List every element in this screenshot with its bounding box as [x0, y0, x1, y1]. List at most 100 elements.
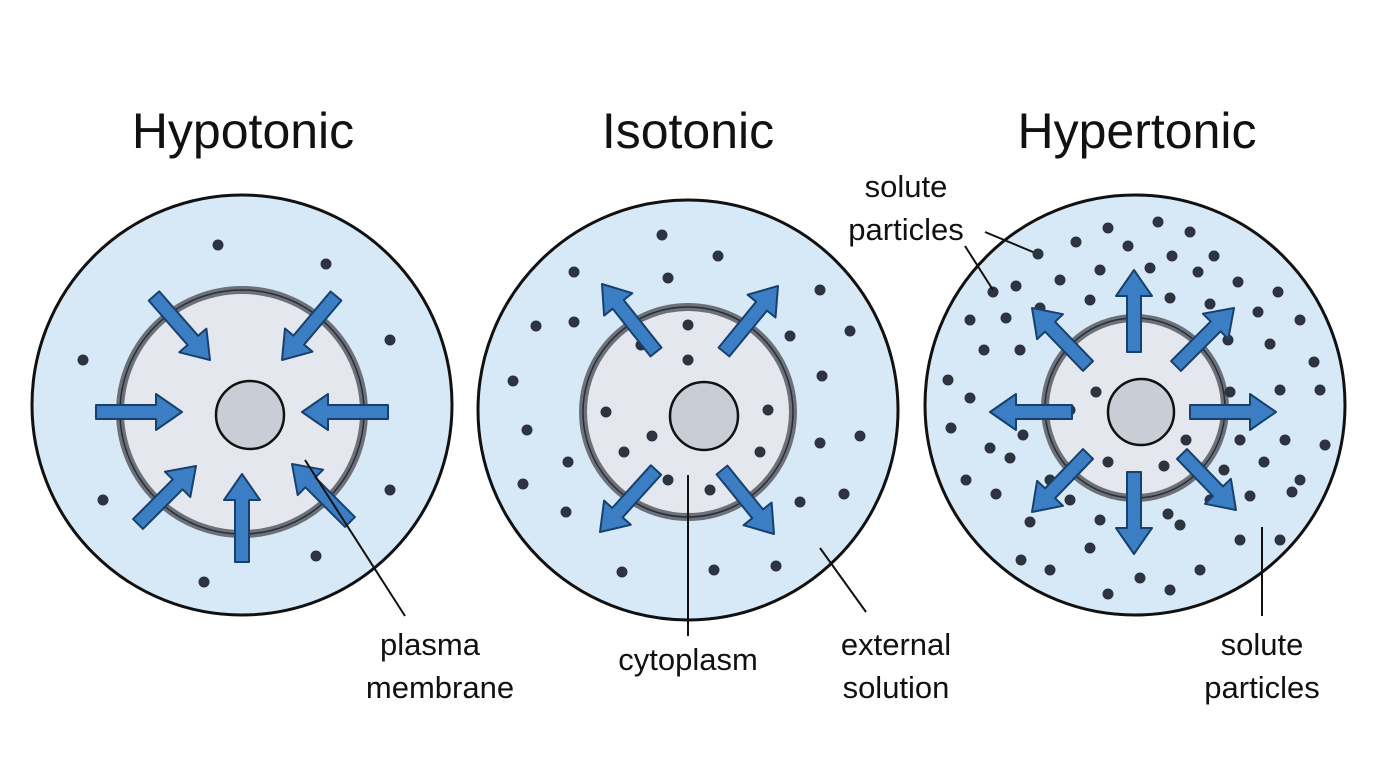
solute-particle: [1032, 248, 1044, 260]
solute-particle: [942, 374, 954, 386]
solute-particle: [708, 564, 720, 576]
leader-line-solute-particles-top-b: [964, 245, 994, 291]
solute-particle: [770, 560, 782, 572]
panel-title-isotonic: Isotonic: [602, 103, 774, 159]
solute-particle: [662, 474, 674, 486]
solute-particle: [618, 446, 630, 458]
solute-particle: [1194, 564, 1206, 576]
water-flow-arrow: [291, 463, 356, 528]
nucleus-isotonic: [668, 380, 740, 452]
solute-particle: [964, 392, 976, 404]
solute-particle: [1004, 452, 1016, 464]
solute-particle: [1094, 264, 1106, 276]
osmosis-arrows-hypertonic: [989, 269, 1277, 555]
solute-particle: [814, 284, 826, 296]
solute-particle: [1102, 456, 1114, 468]
solute-particle: [1180, 434, 1192, 446]
osmosis-arrows-hypotonic: [95, 290, 389, 563]
solute-particle: [1158, 460, 1170, 472]
solute-particle: [1122, 240, 1134, 252]
solute-particle: [646, 430, 658, 442]
water-flow-arrow: [147, 290, 211, 361]
water-flow-arrow: [301, 393, 389, 431]
solute-particle: [1084, 294, 1096, 306]
solute-particle: [1208, 250, 1220, 262]
label-external-solution-line1: external: [841, 627, 951, 662]
solute-particle: [1286, 486, 1298, 498]
water-flow-arrow: [95, 393, 183, 431]
solute-particle: [1232, 276, 1244, 288]
solute-particle: [1234, 534, 1246, 546]
solute-particle: [1218, 464, 1230, 476]
solute-particle: [1084, 542, 1096, 554]
solute-particle: [212, 239, 224, 251]
solute-particle: [1224, 386, 1236, 398]
solute-particle: [1000, 312, 1012, 324]
panel-title-hypertonic: Hypertonic: [1018, 103, 1257, 159]
solute-particle: [97, 494, 109, 506]
water-flow-arrow: [989, 393, 1073, 431]
solute-particle: [662, 272, 674, 284]
solute-particle: [1070, 236, 1082, 248]
label-plasma-membrane-line1: plasma: [380, 627, 481, 662]
solute-particle: [784, 330, 796, 342]
water-flow-arrow: [717, 285, 779, 358]
solute-particle: [320, 258, 332, 270]
solute-particle: [507, 375, 519, 387]
panel-hypertonic: Hypertonic solute particles solute parti…: [848, 103, 1347, 705]
solute-particle: [1054, 274, 1066, 286]
solute-particle: [1134, 572, 1146, 584]
water-flow-arrow: [223, 473, 261, 563]
solute-particle: [600, 406, 612, 418]
solute-particle: [1152, 216, 1164, 228]
label-solute-particles-bottom-line1: solute: [1221, 627, 1304, 662]
solute-particle: [816, 370, 828, 382]
solute-particle: [384, 334, 396, 346]
solute-particle: [1319, 439, 1331, 451]
solute-particle: [1064, 494, 1076, 506]
solute-particle: [1294, 474, 1306, 486]
solute-particle: [1164, 584, 1176, 596]
panel-title-hypotonic: Hypotonic: [132, 103, 354, 159]
water-flow-arrow: [132, 465, 197, 530]
solute-particle: [521, 424, 533, 436]
solute-particle: [1264, 338, 1276, 350]
solute-particle: [560, 506, 572, 518]
solute-particle: [1102, 588, 1114, 600]
solute-particle: [682, 319, 694, 331]
particles-isotonic: [507, 229, 866, 578]
water-flow-arrow: [1189, 393, 1277, 431]
solute-particle: [762, 404, 774, 416]
solute-particle: [1204, 298, 1216, 310]
water-flow-arrow: [599, 464, 663, 533]
solute-particle: [1090, 386, 1102, 398]
solute-particle: [1234, 434, 1246, 446]
solute-particle: [960, 474, 972, 486]
solute-particle: [1162, 508, 1174, 520]
solute-particle: [844, 325, 856, 337]
water-flow-arrow: [1031, 307, 1094, 372]
panel-hypotonic: Hypotonic plasma membrane: [30, 103, 514, 705]
solute-particle: [1294, 314, 1306, 326]
solute-particle: [1244, 490, 1256, 502]
solute-particle: [854, 430, 866, 442]
water-flow-arrow: [715, 464, 775, 535]
solute-particle: [964, 314, 976, 326]
solute-particle: [1192, 266, 1204, 278]
leader-line-external-solution: [819, 547, 867, 613]
solute-particle: [1094, 514, 1106, 526]
label-cytoplasm: cytoplasm: [618, 642, 758, 677]
solute-particle: [616, 566, 628, 578]
solute-particle: [656, 229, 668, 241]
solute-particle: [1015, 554, 1027, 566]
solute-particle: [1308, 356, 1320, 368]
solute-particle: [794, 496, 806, 508]
water-flow-arrow: [1115, 269, 1153, 353]
water-flow-arrow: [601, 283, 663, 358]
panel-isotonic: Isotonic cytoplasm external solution: [476, 103, 951, 705]
solute-particle: [1314, 384, 1326, 396]
water-flow-arrow: [1031, 448, 1094, 513]
solute-particle: [310, 550, 322, 562]
solute-particle: [1010, 280, 1022, 292]
